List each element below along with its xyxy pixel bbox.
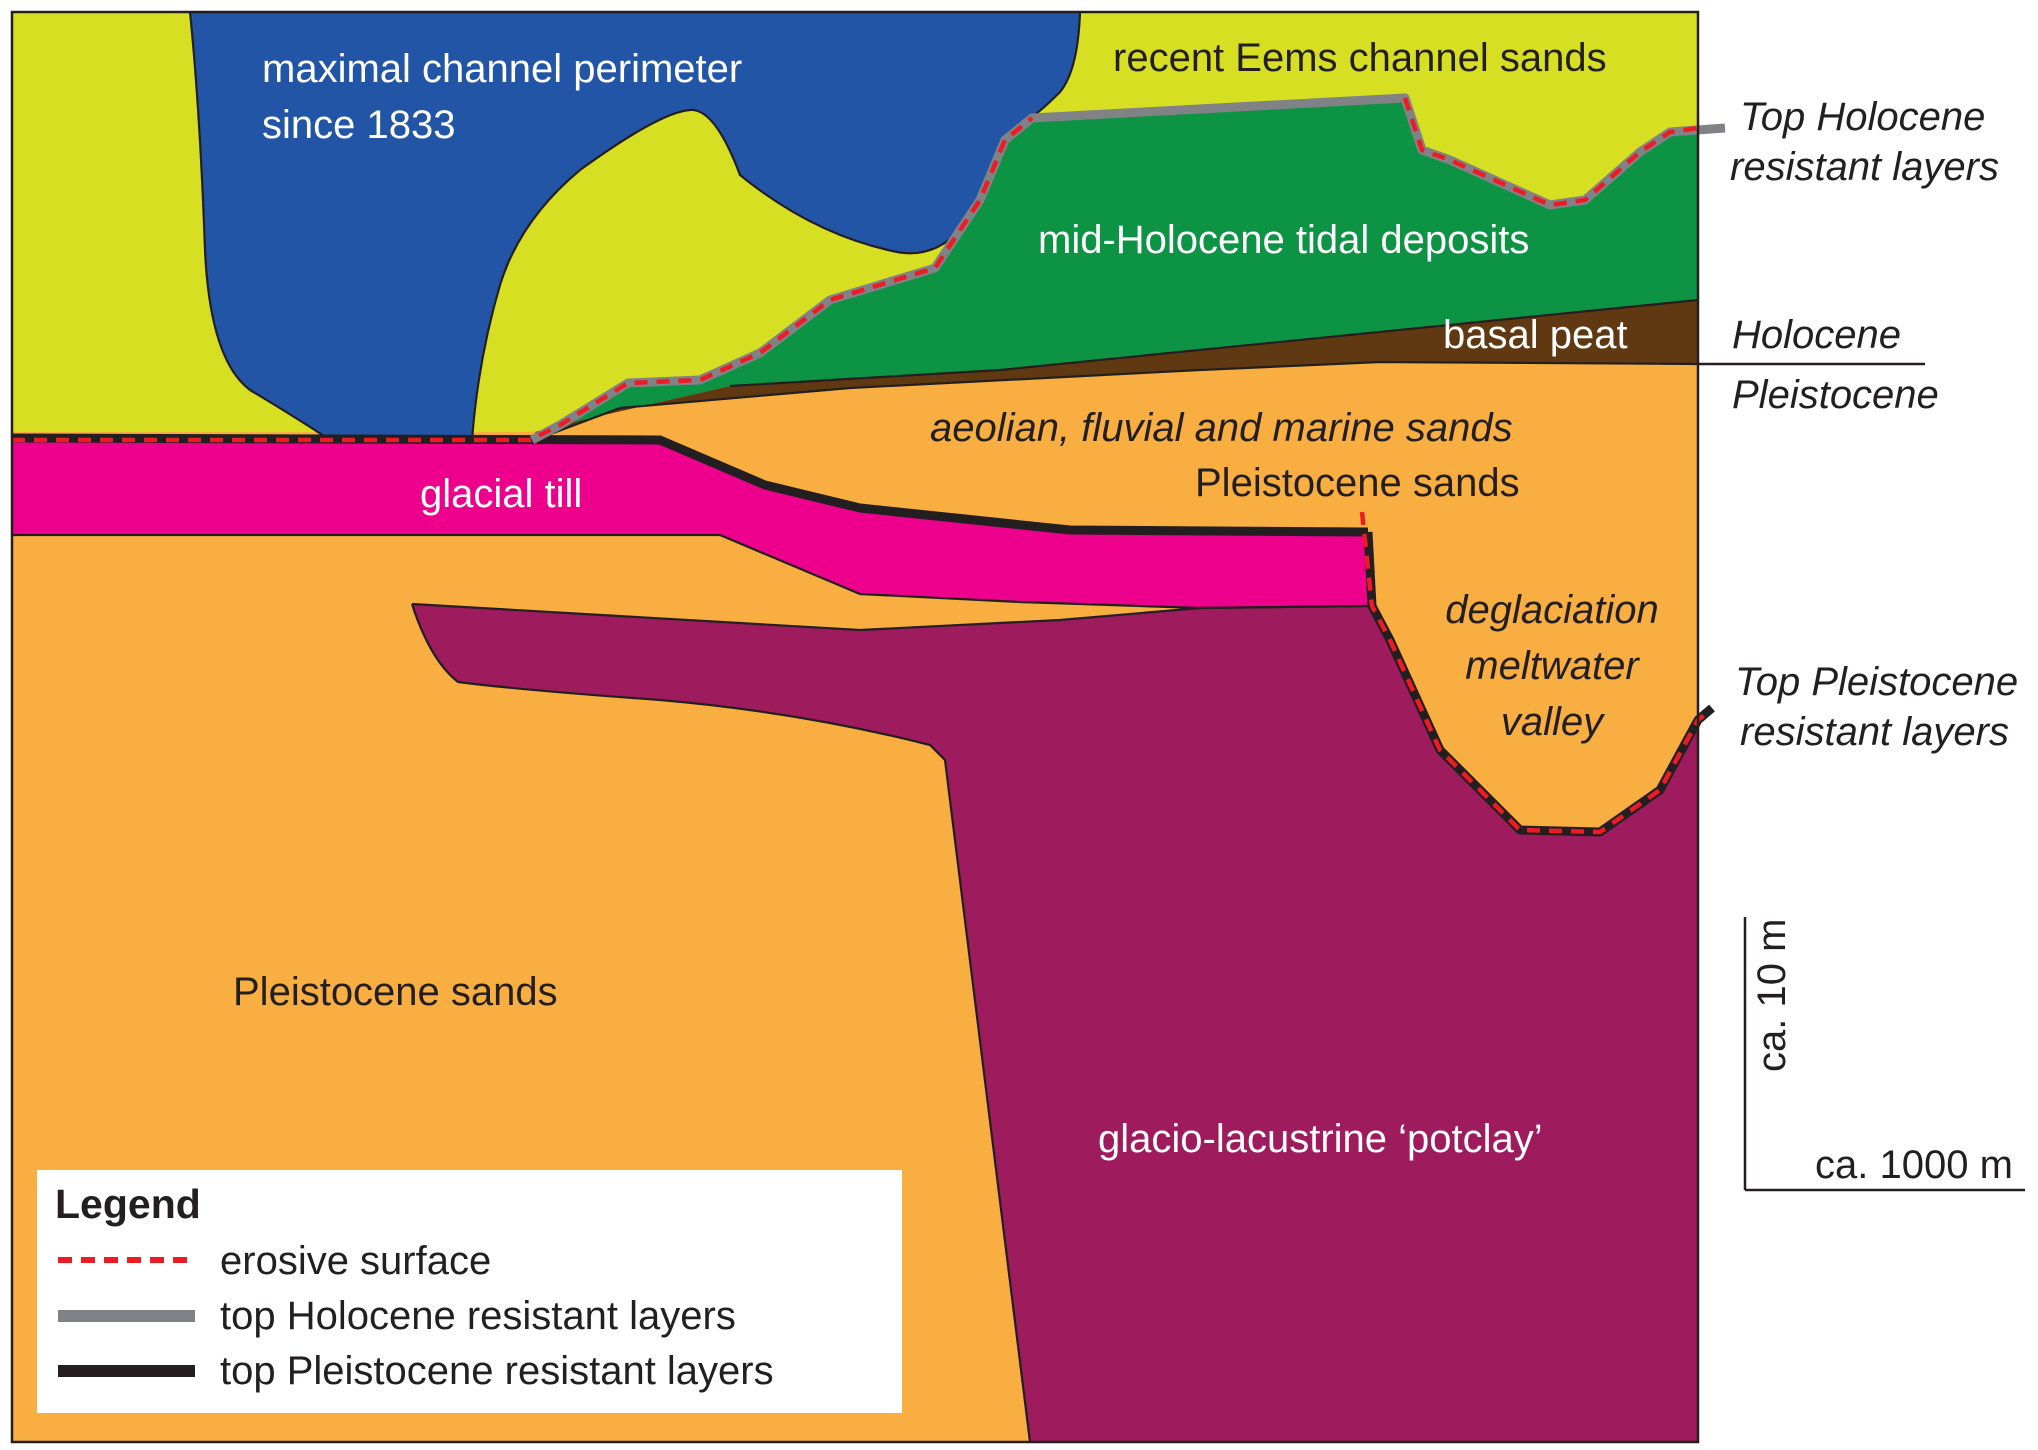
deglaciation-label-line3: valley bbox=[1501, 700, 1606, 744]
layer-boundaries bbox=[12, 11, 1699, 1443]
legend-title: Legend bbox=[55, 1181, 201, 1227]
basal-peat-area bbox=[535, 300, 1698, 438]
top-holocene-side-label-line1: Top Holocene bbox=[1740, 95, 1985, 139]
legend-item-pleistocene: top Pleistocene resistant layers bbox=[220, 1349, 774, 1393]
mid-holocene-tidal-area bbox=[560, 98, 1698, 425]
scale-horizontal-label: ca. 1000 m bbox=[1815, 1143, 2013, 1187]
scale-vertical-label: ca. 10 m bbox=[1750, 919, 1794, 1072]
pleistocene-sands-upper-label: Pleistocene sands bbox=[1195, 461, 1520, 505]
tidal-deposits-label: mid-Holocene tidal deposits bbox=[1038, 218, 1529, 262]
eems-sands-label: recent Eems channel sands bbox=[1113, 36, 1607, 80]
aeolian-sands-label: aeolian, fluvial and marine sands bbox=[930, 406, 1513, 450]
deglaciation-label-line2: meltwater bbox=[1465, 644, 1640, 688]
pleistocene-sands-lower-label: Pleistocene sands bbox=[233, 970, 558, 1014]
basal-peat-label: basal peat bbox=[1443, 313, 1628, 357]
top-pleistocene-side-label-line1: Top Pleistocene bbox=[1735, 660, 2018, 704]
channel-perimeter-label-line2: since 1833 bbox=[262, 103, 455, 147]
potclay-label: glacio-lacustrine ‘potclay’ bbox=[1098, 1117, 1543, 1161]
glacial-till-area bbox=[12, 438, 1372, 608]
legend-item-erosive: erosive surface bbox=[220, 1239, 491, 1283]
diagram-frame bbox=[10, 10, 1700, 1444]
deglaciation-label-line1: deglaciation bbox=[1445, 588, 1659, 632]
scale-bar: ca. 10 m ca. 1000 m bbox=[1743, 917, 2025, 1192]
channel-perimeter-area bbox=[190, 12, 1080, 440]
pleistocene-side-label: Pleistocene bbox=[1732, 373, 1939, 417]
erosive-surface-line bbox=[12, 97, 1710, 835]
legend-item-holocene: top Holocene resistant layers bbox=[220, 1294, 736, 1338]
top-pleistocene-side-label-line2: resistant layers bbox=[1740, 710, 2009, 754]
glacial-till-label: glacial till bbox=[420, 472, 582, 516]
channel-perimeter-label-line1: maximal channel perimeter bbox=[262, 47, 742, 91]
potclay-area bbox=[412, 604, 1698, 1442]
legend: Legend erosive surface top Holocene resi… bbox=[37, 1170, 902, 1413]
holocene-side-label: Holocene bbox=[1732, 313, 1901, 357]
top-holocene-side-label-line2: resistant layers bbox=[1730, 145, 1999, 189]
